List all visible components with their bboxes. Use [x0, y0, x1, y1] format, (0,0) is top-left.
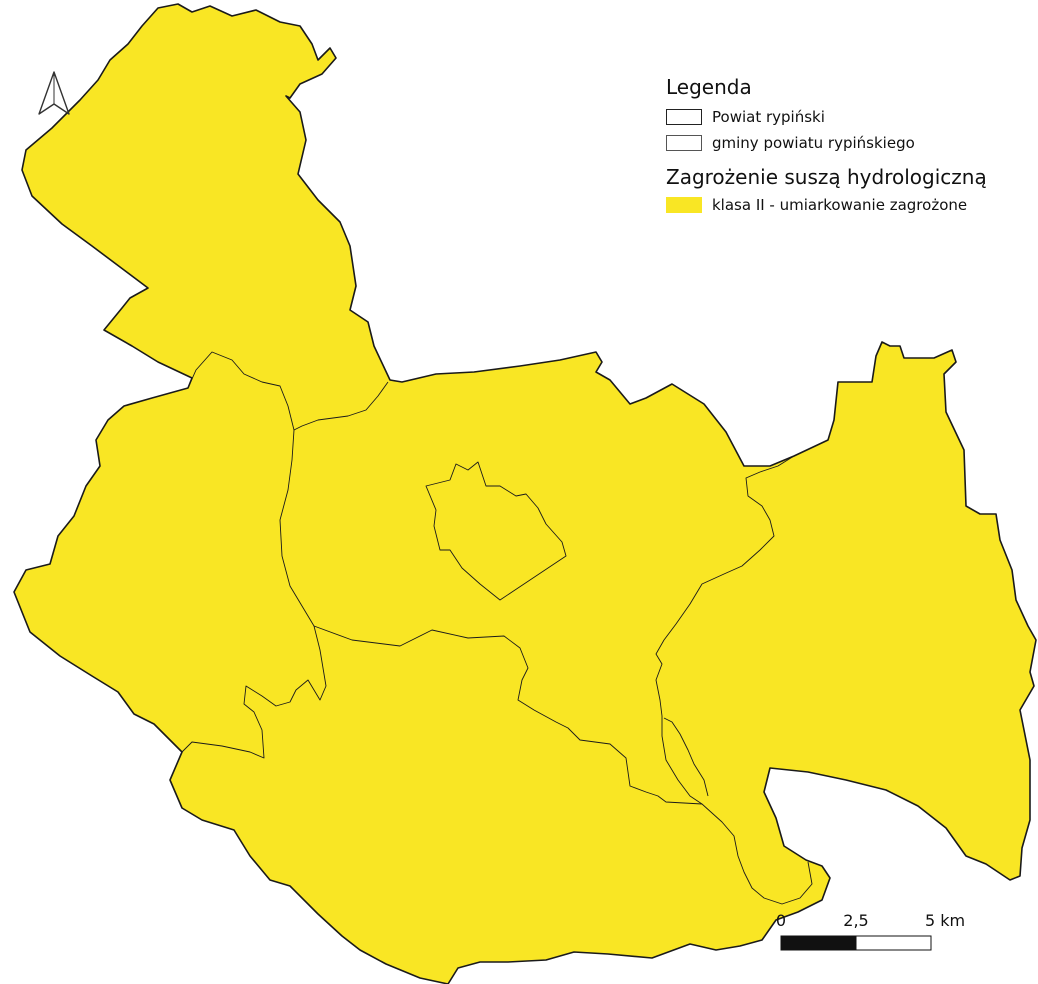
legend-item-powiat: Powiat rypiński [666, 104, 1036, 130]
north-arrow-icon [38, 71, 70, 115]
legend-swatch-gminy [666, 135, 702, 151]
legend-title: Legenda [666, 75, 752, 99]
scale-bar: 0 2,5 5 km [776, 911, 965, 951]
gminy-boundaries [181, 351, 813, 905]
map-legend: Legenda Powiat rypiński gminy powiatu ry… [666, 74, 1036, 218]
legend-item-klasa-ii: klasa II - umiarkowanie zagrożone [666, 192, 1036, 218]
legend-label-powiat: Powiat rypiński [712, 108, 825, 126]
scale-tick-2-5: 2,5 [843, 911, 868, 930]
legend-item-gminy: gminy powiatu rypińskiego [666, 130, 1036, 156]
scale-segment-white [855, 935, 932, 951]
legend-swatch-klasa-ii [666, 197, 702, 213]
legend-swatch-powiat [666, 109, 702, 125]
gmina-boundary-east [655, 455, 795, 805]
gmina-boundary-north [187, 351, 389, 431]
gmina-boundary-central-south [313, 625, 813, 905]
gmina-town-enclave [425, 461, 567, 601]
scale-tick-0: 0 [776, 911, 786, 930]
legend-subtitle: Zagrożenie suszą hydrologiczną [666, 165, 987, 189]
gmina-boundary-detail [663, 717, 709, 797]
scale-tick-5km: 5 km [925, 911, 965, 930]
scale-segment-black [780, 935, 857, 951]
legend-label-gminy: gminy powiatu rypińskiego [712, 134, 915, 152]
gmina-boundary-west [181, 429, 327, 759]
legend-label-klasa-ii: klasa II - umiarkowanie zagrożone [712, 196, 968, 214]
